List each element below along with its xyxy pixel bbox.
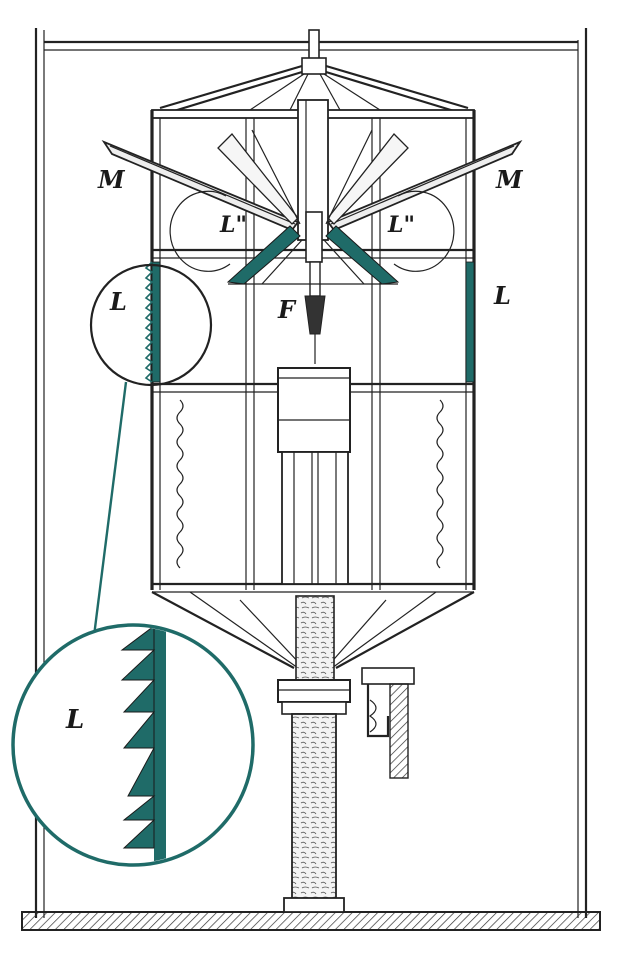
label-l-left: L: [109, 287, 127, 316]
magnifier-large: [11, 381, 255, 867]
label-l-double-left: L": [219, 212, 247, 238]
label-l-right: L: [493, 281, 511, 310]
governor-weights: [169, 190, 455, 285]
magnifier-small: [89, 263, 213, 387]
label-l-double-right: L": [387, 212, 415, 238]
sails: [101, 129, 523, 232]
label-m-right: M: [495, 165, 524, 194]
lower-chamber: [176, 367, 444, 585]
central-shaft: [297, 99, 329, 364]
base-column: [151, 591, 475, 913]
label-l-magnifier: L: [65, 705, 84, 735]
ratchet-bars: [144, 261, 475, 383]
ground-floor: [21, 911, 601, 931]
label-m-left: M: [97, 165, 126, 194]
top-roof: [159, 29, 469, 116]
wall-bracket: [361, 667, 415, 779]
label-f: F: [277, 295, 297, 324]
